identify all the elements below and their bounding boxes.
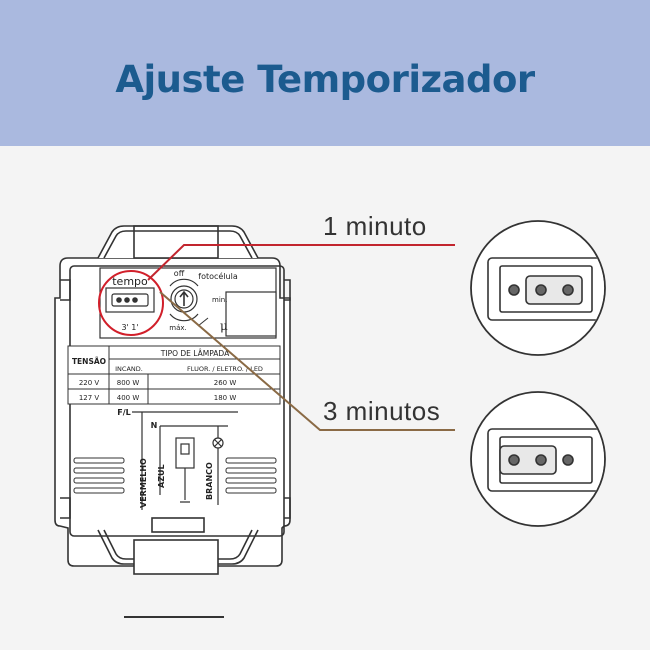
timer-highlight-circle	[98, 270, 164, 336]
wiring-fl-label: F/L	[117, 408, 130, 417]
wiring-n-label: N	[151, 421, 158, 430]
table-cell-fluor: 260 W	[214, 379, 237, 387]
callout-1-minuto: 1 minuto	[323, 211, 427, 241]
table-cell-voltage: 127 V	[79, 394, 100, 402]
page-title: Ajuste Temporizador	[115, 58, 535, 101]
table-cell-fluor: 180 W	[214, 394, 237, 402]
control-area	[99, 267, 277, 339]
vent-slots	[73, 457, 277, 494]
power-table	[67, 345, 281, 405]
fotocelula-label: fotocélula	[198, 271, 238, 281]
zoom-1-minuto	[470, 220, 606, 356]
title-banner: Ajuste Temporizador	[0, 0, 650, 146]
table-cell-incand: 800 W	[117, 379, 140, 387]
timer-marks: 3' 1'	[121, 323, 138, 332]
table-cell-incand: 400 W	[117, 394, 140, 402]
table-header-lamp-type: TIPO DE LÂMPADA	[160, 349, 230, 358]
zoom-3-minutos	[470, 391, 606, 527]
wiring-diagram	[132, 411, 238, 510]
wire-red-label: VERMELHO	[139, 458, 148, 508]
wire-blue-label: AZUL	[157, 464, 166, 488]
table-sub-fluor: FLUOR. / ELETRO. / LED	[187, 365, 263, 373]
table-sub-incand: INCAND.	[115, 365, 143, 373]
mu-symbol: μ	[220, 319, 228, 333]
leader-line-3-minutos	[159, 291, 455, 431]
tempo-label: tempo	[112, 275, 148, 288]
min-label: min.	[212, 296, 227, 304]
callout-3-minutos: 3 minutos	[323, 396, 441, 426]
switch-symbol	[197, 317, 209, 327]
off-label: off	[174, 269, 185, 278]
wire-white-label: BRANCO	[205, 462, 214, 500]
table-header-tension: TENSÃO	[72, 357, 106, 366]
table-cell-voltage: 220 V	[79, 379, 100, 387]
leader-line-1-minuto	[147, 244, 455, 281]
max-label: máx.	[169, 324, 186, 332]
